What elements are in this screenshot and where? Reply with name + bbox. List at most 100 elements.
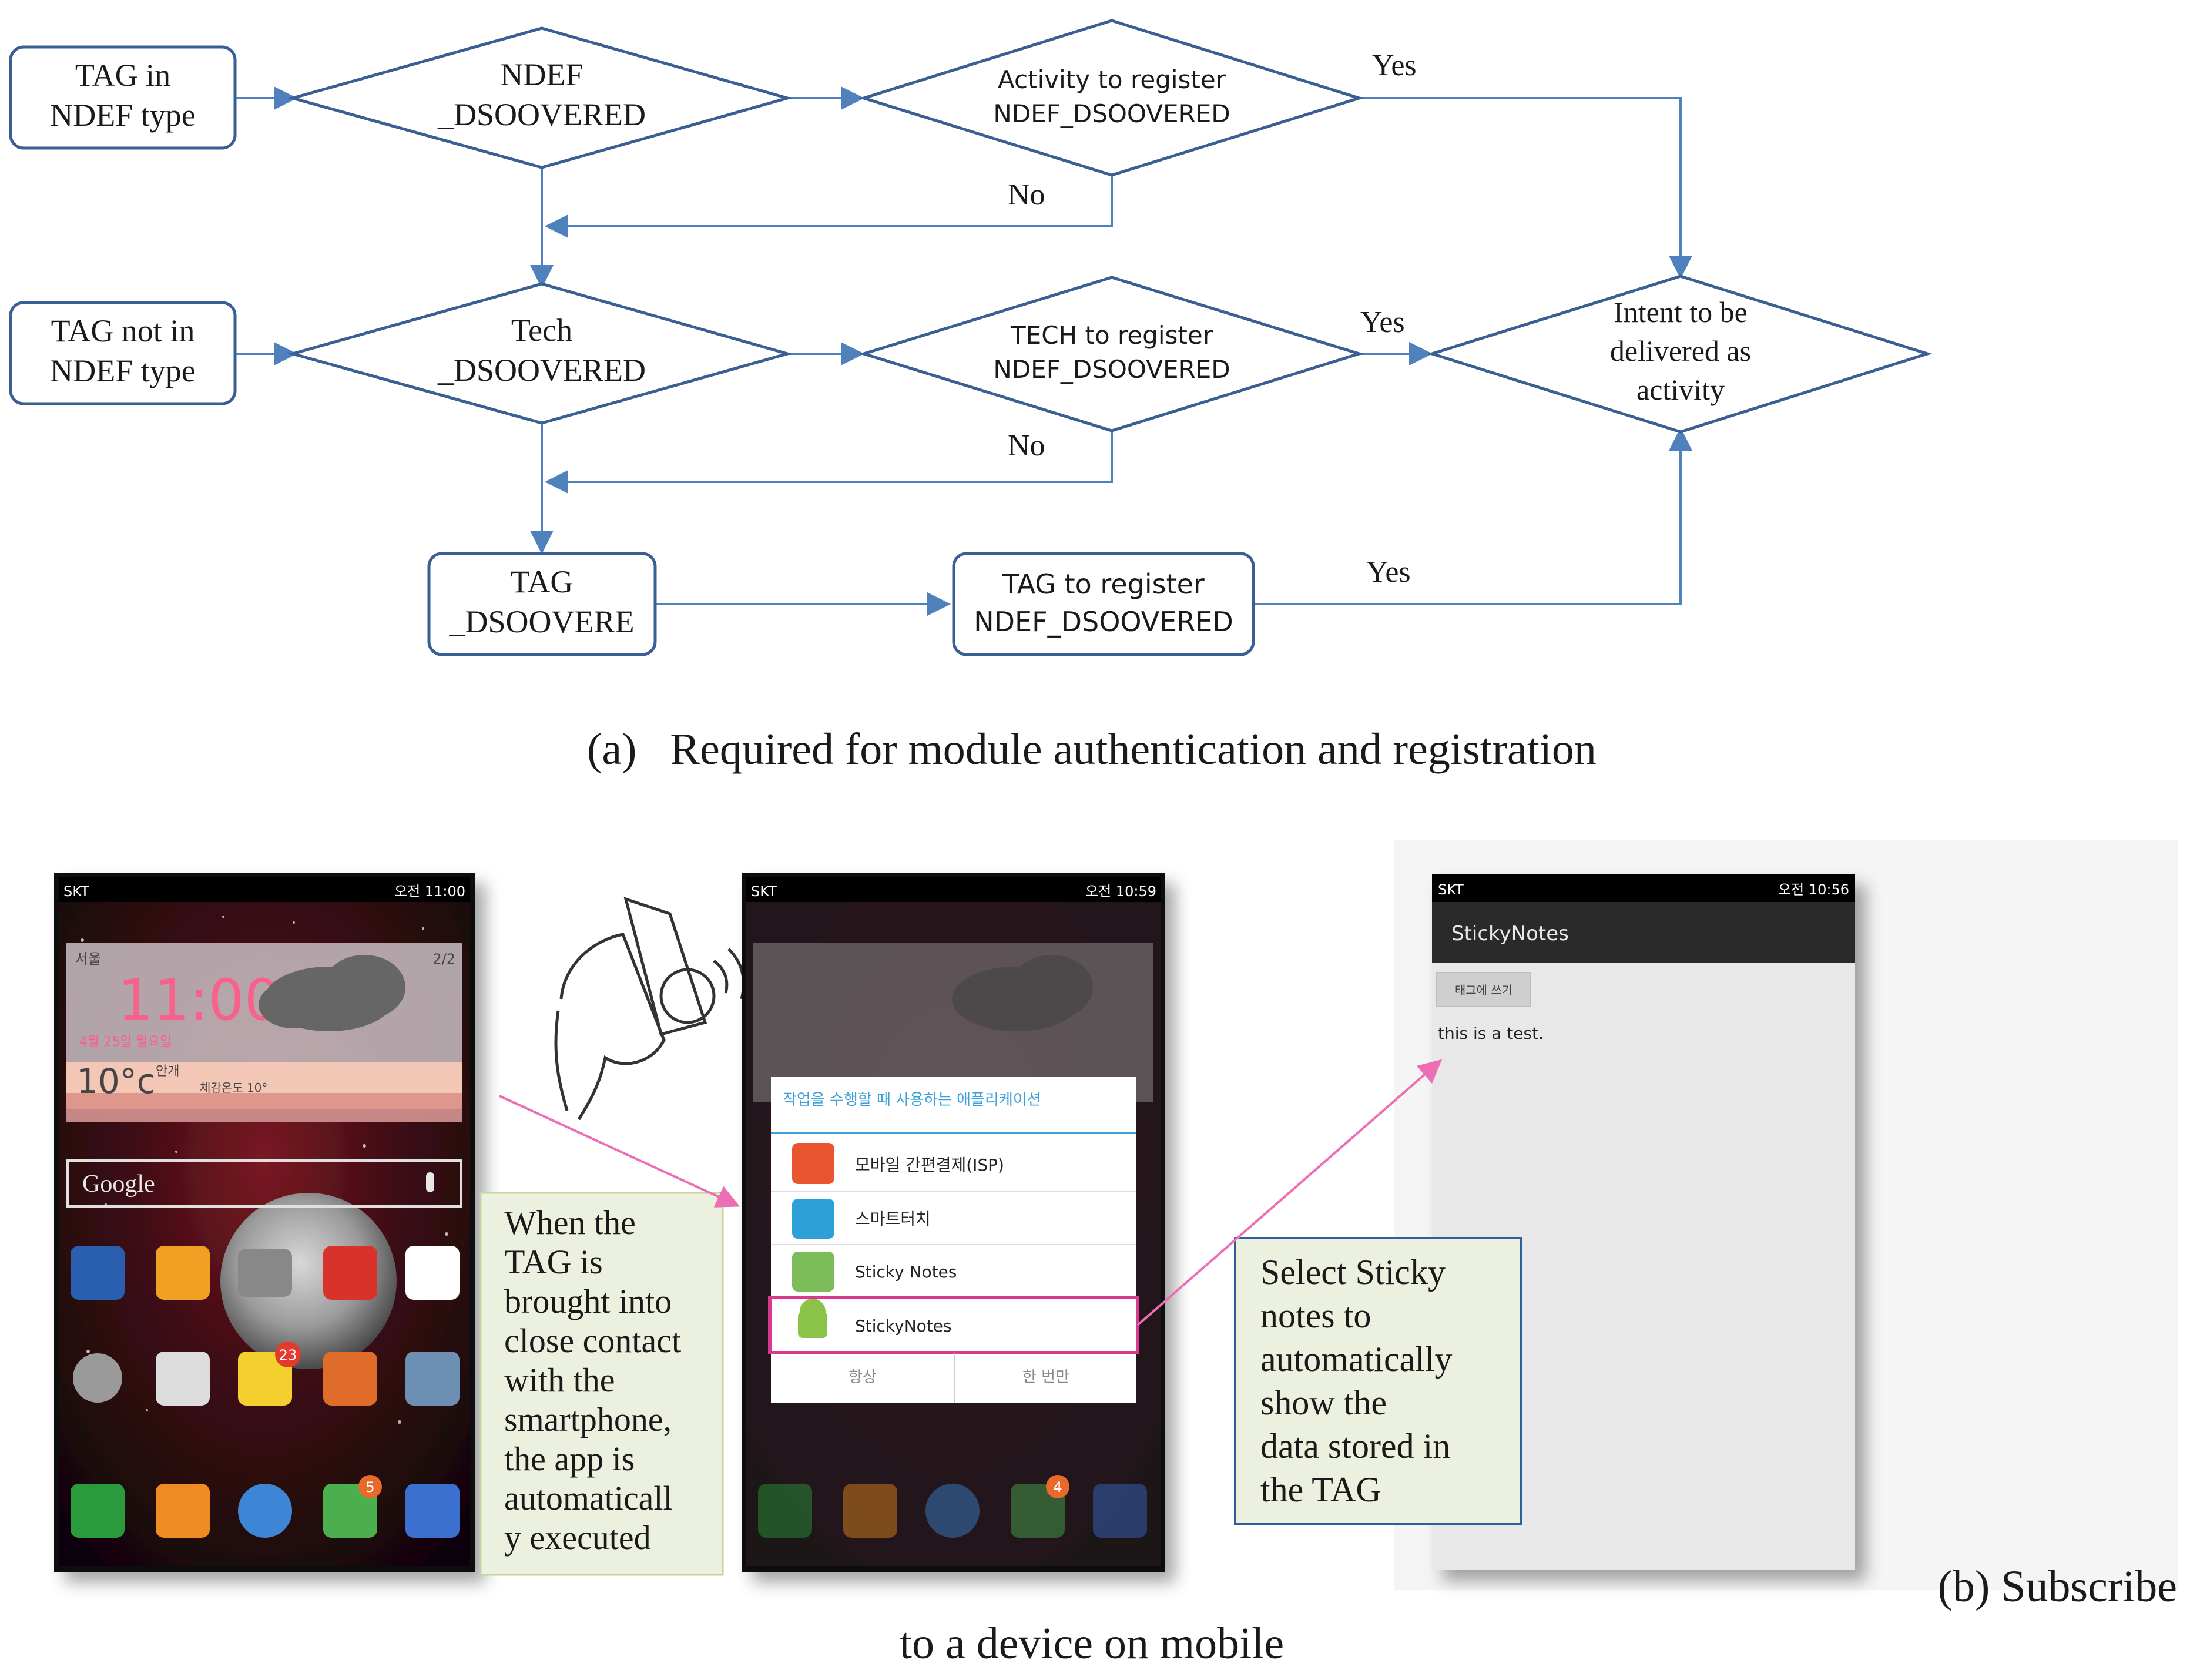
internet-globe-icon: [925, 1484, 980, 1538]
dock: 5: [71, 1475, 460, 1538]
kakaotalk-badge: [275, 1342, 301, 1367]
settings-gear-icon[interactable]: [73, 1353, 122, 1403]
phone-call-icon[interactable]: [71, 1484, 125, 1538]
app-icon-shinhan[interactable]: [71, 1246, 125, 1300]
kakaotalk-badge-count: 23: [279, 1347, 297, 1363]
arrow-tech-register-no: [545, 431, 1113, 494]
app-chooser-dialog: 작업을 수행할 때 사용하는 애플리케이션 모바일 간편결제(ISP) 스마트터…: [768, 1077, 1139, 1403]
label-no-tech: No: [1008, 429, 1045, 462]
stars: [81, 916, 448, 1505]
svg-text:Tech_DSOOVERED: Tech_DSOOVERED: [437, 313, 646, 388]
chooser-item-smart-touch[interactable]: 스마트터치: [792, 1199, 931, 1239]
label-yes-tag: Yes: [1366, 555, 1411, 589]
cloud-icon: [952, 955, 1093, 1031]
contacts-icon[interactable]: [156, 1484, 210, 1538]
chooser-item-label: StickyNotes: [855, 1316, 952, 1336]
status-bar: [746, 877, 1161, 902]
box-tag-dsoovere: TAG_DSOOVERE: [427, 552, 657, 656]
google-search-label: Google: [82, 1171, 155, 1198]
arrow-activity-no: [545, 175, 1113, 238]
app-icon-red-app[interactable]: [323, 1246, 377, 1300]
caption-a: (a) Required for module authentication a…: [587, 725, 1597, 774]
chooser-item-stickynotes-selected[interactable]: StickyNotes: [768, 1296, 1139, 1354]
weather-page: 2/2: [432, 951, 455, 967]
cloud-icon: [259, 955, 405, 1031]
app-icon-kakaotalk[interactable]: [238, 1352, 292, 1406]
chooser-item-label: Sticky Notes: [855, 1262, 957, 1282]
app-icon-camera[interactable]: [238, 1249, 292, 1297]
always-button[interactable]: 항상: [849, 1369, 877, 1386]
app-icon-nh-bank[interactable]: [405, 1246, 460, 1300]
weather-city: 서울: [75, 951, 101, 967]
weather-widget[interactable]: 서울 2/2 11:00 4월 25일 월요일 10°c 안개 체감온도 10°: [66, 943, 462, 1122]
phone-call-icon: [758, 1484, 812, 1538]
write-to-tag-label: 태그에 쓰기: [1455, 983, 1512, 997]
status-bar: [59, 877, 470, 902]
app-drawer-icon[interactable]: [405, 1484, 460, 1538]
weather-desc: 안개: [156, 1064, 179, 1079]
app-drawer-icon: [1093, 1484, 1147, 1538]
svg-text:TAG_DSOOVERE: TAG_DSOOVERE: [448, 564, 634, 639]
app-title: StickyNotes: [1451, 922, 1569, 945]
message-icon: [1011, 1484, 1065, 1538]
google-search-bar[interactable]: Google: [66, 1159, 462, 1208]
arrow-activity-yes-to-intent: [1359, 97, 1692, 279]
phone-sticky-notes-app: SKT 오전 10:56 StickyNotes 태그에 쓰기 this is …: [1432, 874, 1855, 1570]
android-robot-icon: [798, 1299, 827, 1338]
phone-home-screen: SKT 오전 11:00 서울 2/2 11:00 4월 25일 월요일 10°…: [54, 873, 475, 1572]
message-badge: [1046, 1475, 1069, 1498]
status-time: 오전 10:56: [1778, 881, 1849, 898]
app-icon-highway[interactable]: [323, 1352, 377, 1406]
status-time: 오전 10:59: [1085, 883, 1156, 900]
decision-ndef-dsoovered: NDEF_DSOOVERED: [287, 26, 793, 169]
moon: [220, 1193, 397, 1369]
microphone-icon[interactable]: [426, 1172, 434, 1192]
app-icon-play-store[interactable]: [156, 1352, 210, 1406]
status-carrier: SKT: [1438, 881, 1464, 898]
internet-globe-icon[interactable]: [238, 1484, 292, 1538]
message-badge-count: 4: [1053, 1479, 1062, 1495]
chooser-item-isp[interactable]: 모바일 간편결제(ISP): [792, 1143, 1004, 1184]
message-icon[interactable]: [323, 1484, 377, 1538]
status-carrier: SKT: [751, 883, 777, 900]
weather-time: 11:00: [118, 967, 280, 1033]
chooser-item-label: 스마트터치: [855, 1209, 931, 1229]
write-to-tag-button[interactable]: 태그에 쓰기: [1436, 972, 1531, 1007]
contacts-icon: [843, 1484, 897, 1538]
pink-arrow-chooser-to-app: [1136, 1059, 1443, 1326]
label-yes-activity: Yes: [1372, 49, 1417, 82]
message-badge-count: 5: [365, 1479, 374, 1495]
app-icon-folder[interactable]: [405, 1352, 460, 1406]
dialog-title: 작업을 수행할 때 사용하는 애플리케이션: [783, 1091, 1041, 1109]
hand-tap-illustration-icon: [554, 897, 745, 1121]
message-badge: [358, 1475, 382, 1498]
status-carrier: SKT: [63, 883, 89, 900]
just-once-button[interactable]: 한 번만: [1022, 1369, 1069, 1386]
app-icon-grid: 23: [71, 1246, 460, 1406]
weather-temp: 10°c: [76, 1061, 156, 1101]
weather-feels: 체감온도 10°: [200, 1081, 267, 1095]
connectors: [235, 86, 1692, 616]
weather-date: 4월 25일 월요일: [79, 1035, 172, 1049]
status-time: 오전 11:00: [394, 883, 465, 900]
chooser-item-sticky-notes[interactable]: Sticky Notes: [792, 1252, 957, 1292]
app-icon-gallery[interactable]: [156, 1246, 210, 1300]
pink-arrow-home-to-chooser: [499, 1095, 740, 1208]
phone-app-chooser: SKT 오전 10:59 작업을 수행할 때 사용하는 애플리케이션 모바일 간…: [742, 873, 1165, 1572]
decision-tech-dsoovered: Tech_DSOOVERED: [287, 282, 793, 425]
